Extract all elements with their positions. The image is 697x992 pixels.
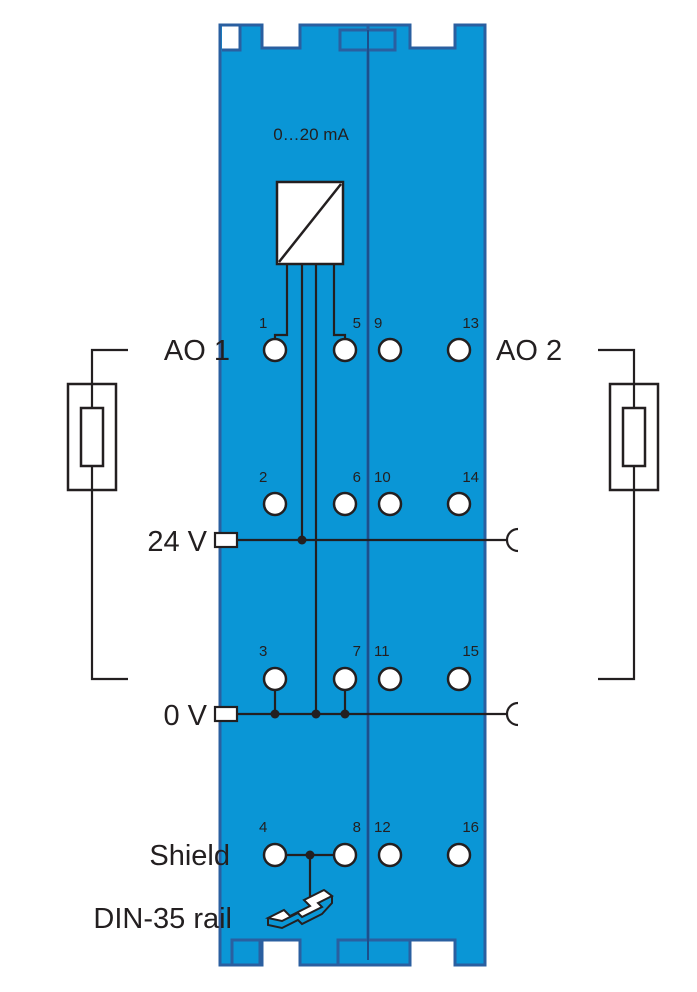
terminal-number-11: 11 bbox=[374, 643, 390, 660]
terminal-14[interactable] bbox=[446, 491, 472, 517]
terminal-number-3: 3 bbox=[259, 643, 267, 660]
ao2-label: AO 2 bbox=[496, 335, 562, 367]
supply-0v-label: 0 V bbox=[163, 700, 207, 732]
terminal-number-15: 15 bbox=[462, 643, 479, 660]
supply-24v-label: 24 V bbox=[147, 526, 207, 558]
terminal-4[interactable] bbox=[262, 842, 288, 868]
terminal-number-13: 13 bbox=[462, 315, 479, 332]
ao1-resistor-icon bbox=[79, 406, 105, 468]
top-clip-left bbox=[222, 23, 242, 52]
dac-converter-icon bbox=[275, 180, 345, 266]
terminal-13[interactable] bbox=[446, 337, 472, 363]
terminal-group bbox=[262, 337, 472, 868]
terminal-6[interactable] bbox=[332, 491, 358, 517]
terminal-number-1: 1 bbox=[259, 315, 267, 332]
bottom-clip-mid bbox=[336, 938, 412, 967]
terminal-number-9: 9 bbox=[374, 315, 382, 332]
terminal-1[interactable] bbox=[262, 337, 288, 363]
ao1-load bbox=[66, 348, 128, 681]
terminal-number-6: 6 bbox=[353, 469, 361, 486]
bottom-clip-left bbox=[230, 938, 262, 967]
ao2-resistor-icon bbox=[621, 406, 647, 468]
terminal-number-12: 12 bbox=[374, 819, 391, 836]
wire-to-terminal-5 bbox=[332, 264, 347, 340]
range-label: 0…20 mA bbox=[273, 125, 349, 144]
junction-24v bbox=[297, 535, 307, 545]
terminal-number-7: 7 bbox=[353, 643, 361, 660]
din-rail-label: DIN-35 rail bbox=[93, 903, 232, 935]
ao2-load bbox=[598, 348, 660, 681]
terminal-16[interactable] bbox=[446, 842, 472, 868]
junction-dots bbox=[270, 535, 350, 860]
terminal-number-5: 5 bbox=[353, 315, 361, 332]
terminal-5[interactable] bbox=[332, 337, 358, 363]
din-rail-icon bbox=[265, 888, 334, 930]
supply-24v-terminal-icon bbox=[213, 531, 239, 549]
terminal-11[interactable] bbox=[377, 666, 403, 692]
shield-label: Shield bbox=[149, 840, 230, 872]
terminal-number-10: 10 bbox=[374, 469, 391, 486]
supply-0v-terminal-icon bbox=[213, 705, 239, 723]
terminal-number-8: 8 bbox=[353, 819, 361, 836]
terminal-2[interactable] bbox=[262, 491, 288, 517]
terminal-7[interactable] bbox=[332, 666, 358, 692]
terminal-3[interactable] bbox=[262, 666, 288, 692]
junction-0v-t7 bbox=[340, 709, 350, 719]
ao1-label: AO 1 bbox=[164, 335, 230, 367]
terminal-numbers: 1 2 3 4 5 6 7 8 9 10 11 12 13 14 15 16 bbox=[259, 315, 479, 836]
ao2-load-wire-top bbox=[598, 348, 636, 384]
terminal-number-16: 16 bbox=[462, 819, 479, 836]
ao1-load-wire-bottom bbox=[90, 490, 128, 681]
terminal-12[interactable] bbox=[377, 842, 403, 868]
ao2-load-wire-bottom bbox=[598, 490, 636, 681]
terminal-15[interactable] bbox=[446, 666, 472, 692]
junction-shield bbox=[305, 850, 315, 860]
terminal-9[interactable] bbox=[377, 337, 403, 363]
connector-0v-right bbox=[505, 701, 519, 727]
ao1-load-wire-top bbox=[90, 348, 128, 384]
terminal-number-2: 2 bbox=[259, 469, 267, 486]
junction-0v-internal bbox=[311, 709, 321, 719]
connector-24v-right bbox=[505, 527, 519, 553]
terminal-8[interactable] bbox=[332, 842, 358, 868]
terminal-number-14: 14 bbox=[462, 469, 479, 486]
wire-to-terminal-1 bbox=[273, 264, 289, 340]
terminal-10[interactable] bbox=[377, 491, 403, 517]
junction-0v-t3 bbox=[270, 709, 280, 719]
terminal-number-4: 4 bbox=[259, 819, 267, 836]
